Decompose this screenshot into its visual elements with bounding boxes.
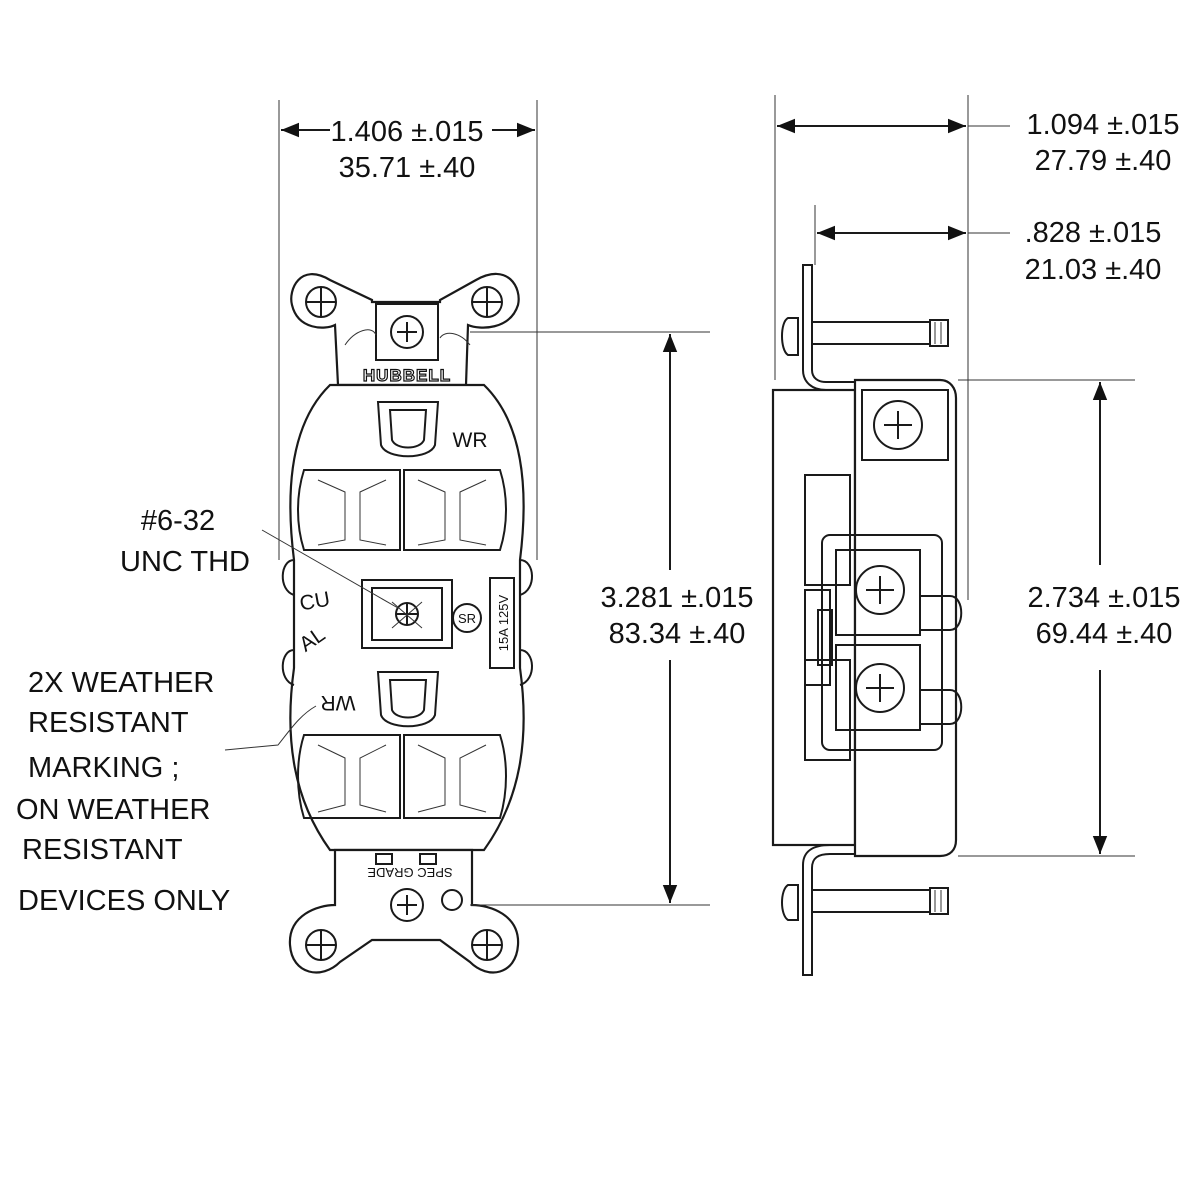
side-view: 1.094 ±.015 27.79 ±.40 .828 ±.015 21.03 … [771,95,1181,976]
side-top-strap [781,264,949,391]
spec-grade-mark: SPEC GRADE [367,865,453,880]
top-mounting-strap: HUBBELL [290,272,520,387]
wr-bottom-mark: WR [321,691,356,714]
side-height-mm: 69.44 ±.40 [1036,618,1173,650]
note-line-4: ON WEATHER [16,794,210,826]
front-width-mm: 35.71 ±.40 [339,152,476,184]
thread-leader [261,529,399,609]
note-leader [224,705,317,751]
note-line-1: 2X WEATHER [28,667,214,699]
cu-mark: CU [298,588,332,616]
weather-resistant-note: 2X WEATHER RESISTANT MARKING ; ON WEATHE… [16,667,317,917]
note-line-6: DEVICES ONLY [18,885,230,917]
thread-callout-line2: UNC THD [120,546,250,578]
side-body-depth-inch: .828 ±.015 [1025,217,1162,249]
bottom-mounting-strap: SPEC GRADE [288,848,520,974]
side-body-depth-mm: 21.03 ±.40 [1025,254,1162,286]
front-view: 1.406 ±.015 35.71 ±.40 HUBBELL WR [120,100,754,974]
side-terminal-block [804,534,963,751]
side-depth-inch: 1.094 ±.015 [1027,109,1180,141]
note-line-5: RESISTANT [22,834,183,866]
thread-callout-line1: #6-32 [141,505,215,537]
rating-mark: 15A 125V [496,594,511,651]
side-bottom-strap [781,844,949,976]
lower-outlet: WR [297,671,507,819]
upper-outlet: WR [297,401,507,551]
wr-top-mark: WR [453,429,488,452]
note-line-2: RESISTANT [28,707,189,739]
side-body-front [853,378,958,858]
front-height-inch: 3.281 ±.015 [601,582,754,614]
side-depth-mm: 27.79 ±.40 [1035,145,1172,177]
side-height-inch: 2.734 ±.015 [1028,582,1181,614]
note-line-3: MARKING ; [28,752,179,784]
hubbell-brand: HUBBELL [363,366,451,385]
front-width-inch: 1.406 ±.015 [331,116,484,148]
side-body-back [771,388,857,847]
sr-mark: SR [458,611,476,626]
front-height-mm: 83.34 ±.40 [609,618,746,650]
